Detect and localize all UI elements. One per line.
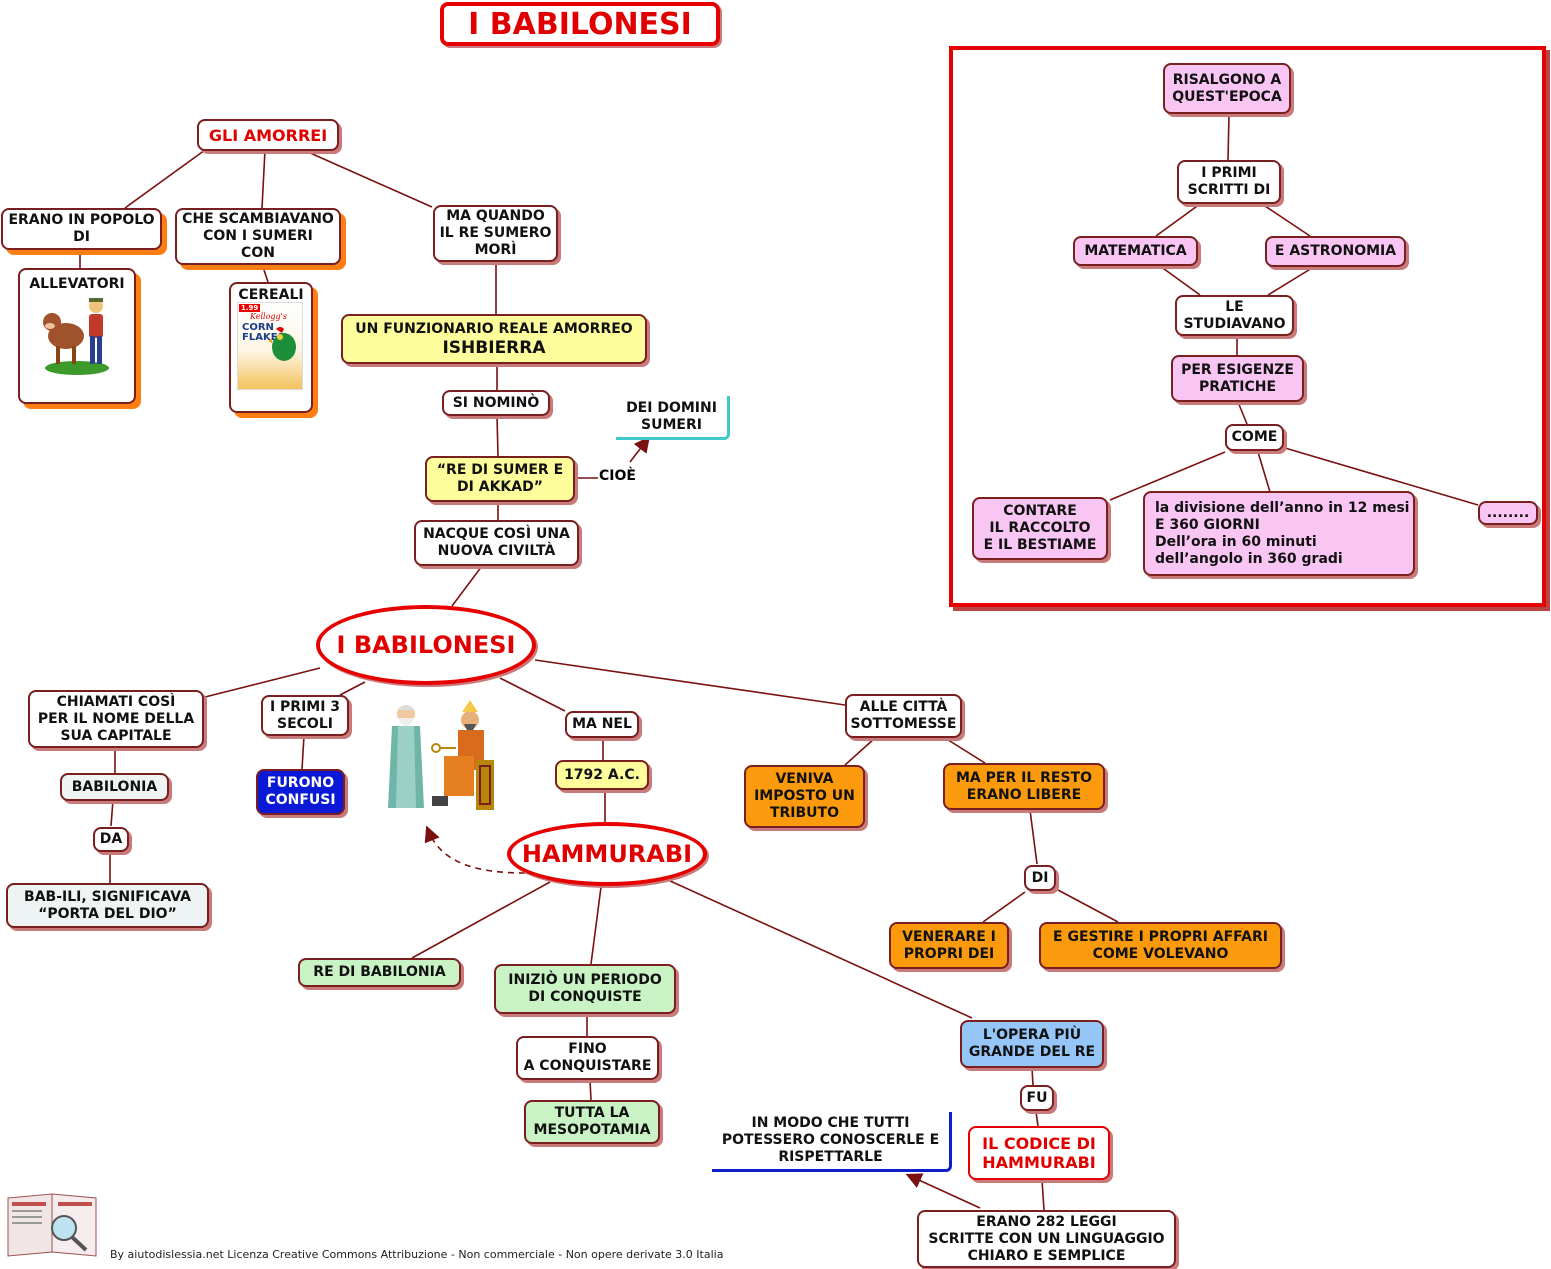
domini-sumeri-node: DEI DOMINI SUMERI [616, 396, 730, 440]
bab-ili-node: BAB-ILI, SIGNIFICAVA “PORTA DEL DIO” [6, 883, 209, 928]
come-node: COME [1225, 424, 1284, 451]
babylonian-figures-illustration [388, 700, 494, 810]
tributo-node: VENIVA IMPOSTO UN TRIBUTO [744, 765, 865, 828]
fu-node: FU [1020, 1085, 1054, 1111]
ma-nel-node: MA NEL [565, 711, 639, 738]
cereal-brand: CORN FLAKES [242, 322, 285, 343]
amorrei-title-node: GLI AMORREI [197, 119, 339, 151]
page-title: I BABILONESI [440, 2, 720, 46]
nacque-civilta-node: NACQUE COSÌ UNA NUOVA CIVILTÀ [414, 520, 579, 566]
funzionario-node: UN FUNZIONARIO REALE AMORREO ISHBIERRA [341, 314, 647, 364]
risalgono-node: RISALGONO A QUEST'EPOCA [1163, 63, 1291, 114]
cioe-label: CIOÈ [599, 468, 636, 484]
scambiavano-node: CHE SCAMBIAVANO CON I SUMERI CON [175, 208, 341, 265]
cornflakes-box-illustration: 1.99 Kellogg's CORN FLAKES [237, 302, 303, 390]
allevatori-label: ALLEVATORI [29, 276, 125, 292]
divisione-node: la divisione dell’anno in 12 mesi E 360 … [1143, 491, 1415, 576]
furono-confusi-node: FURONO CONFUSI [256, 769, 345, 815]
leggi-node: ERANO 282 LEGGI SCRITTE CON UN LINGUAGGI… [917, 1210, 1176, 1268]
gestire-affari-node: E GESTIRE I PROPRI AFFARI COME VOLEVANO [1039, 922, 1282, 969]
di-node: DI [1024, 865, 1056, 891]
citta-sottomesse-node: ALLE CITTÀ SOTTOMESSE [845, 694, 962, 738]
in-modo-node: IN MODO CHE TUTTI POTESSERO CONOSCERLE E… [712, 1112, 952, 1172]
primi-scritti-node: I PRIMI SCRITTI DI [1177, 160, 1281, 204]
funzionario-line1: UN FUNZIONARIO REALE AMORREO [355, 320, 633, 337]
cereali-label: CEREALI [238, 287, 304, 303]
mesopotamia-node: TUTTA LA MESOPOTAMIA [524, 1100, 660, 1144]
babilonia-node: BABILONIA [60, 773, 169, 801]
venerare-node: VENERARE I PROPRI DEI [889, 922, 1009, 969]
contare-node: CONTARE IL RACCOLTO E IL BESTIAME [972, 497, 1108, 560]
esigenze-pratiche-node: PER ESIGENZE PRATICHE [1171, 355, 1304, 402]
da-node: DA [93, 827, 129, 852]
re-di-sumer-node: “RE DI SUMER E DI AKKAD” [425, 456, 575, 502]
inizio-conquiste-node: INIZIÒ UN PERIODO DI CONQUISTE [494, 964, 676, 1014]
license-footer: By aiutodislessia.net Licenza Creative C… [110, 1248, 724, 1261]
funzionario-name: ISHBIERRA [442, 337, 546, 358]
farmer-with-cow-illustration [43, 298, 109, 375]
rooster-icon [268, 327, 296, 361]
ma-quando-node: MA QUANDO IL RE SUMERO MORÌ [433, 205, 558, 262]
si-nomino-node: SI NOMINÒ [442, 390, 550, 416]
hammurabi-node: HAMMURABI [507, 822, 707, 886]
codice-hammurabi-node: IL CODICE DI HAMMURABI [968, 1126, 1110, 1180]
primi-secoli-node: I PRIMI 3 SECOLI [261, 695, 349, 736]
chiamati-node: CHIAMATI COSÌ PER IL NOME DELLA SUA CAPI… [28, 690, 204, 748]
scritti-panel [949, 46, 1546, 607]
anno-1792-node: 1792 A.C. [555, 760, 649, 790]
studiavano-node: LE STUDIAVANO [1175, 295, 1294, 336]
aiutodislessia-logo [7, 1193, 97, 1257]
matematica-node: MATEMATICA [1073, 236, 1198, 266]
babilonesi-center-node: I BABILONESI [316, 605, 536, 685]
opera-piu-grande-node: L'OPERA PIÙ GRANDE DEL RE [960, 1020, 1104, 1068]
cereal-price-tag: 1.99 [239, 304, 261, 312]
erano-libere-node: MA PER IL RESTO ERANO LIBERE [943, 763, 1105, 810]
erano-popolo-node: ERANO IN POPOLO DI [1, 208, 162, 250]
cereal-maker: Kellogg's [250, 312, 287, 321]
dots-node: ........ [1478, 501, 1538, 525]
astronomia-node: E ASTRONOMIA [1265, 236, 1406, 267]
re-di-babilonia-node: RE DI BABILONIA [298, 958, 461, 987]
fino-a-conquistare-node: FINO A CONQUISTARE [516, 1036, 659, 1080]
